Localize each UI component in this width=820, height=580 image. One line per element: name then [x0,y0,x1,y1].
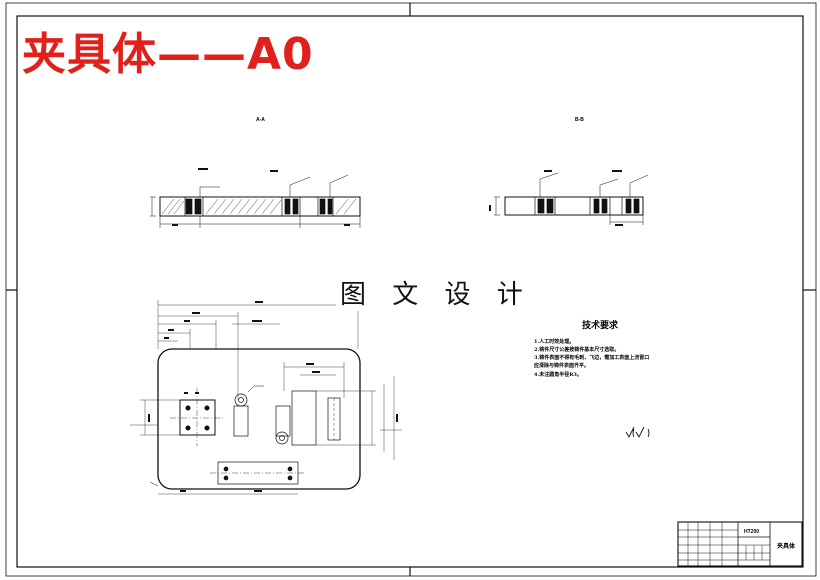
section-b-view [494,172,649,225]
requirement-item: 应清除与铸件表面齐平。 [534,363,590,369]
title-block-part-name: 夹具体 [777,543,796,550]
plan-view [130,300,402,495]
requirement-item: 2.铸件尺寸公差按铸件基本尺寸选取。 [534,347,620,353]
watermark-text: 图 文 设 计 [336,274,536,311]
requirement-item: 1.人工时效处理。 [534,339,575,345]
drawing-title: 夹具体——A0 [22,29,314,80]
section-label-b: B-B [575,117,584,123]
requirement-item: 4.未注圆角半径R3。 [534,372,582,378]
requirement-item: 3.铸件表面不得有毛刺、飞边，需加工表面上浇冒口 [534,355,650,361]
title-block [677,521,803,567]
dimension-text-marks [148,168,623,492]
section-a-view [150,174,361,228]
section-label-a: A-A [256,117,265,123]
centring-marks [6,3,816,576]
technical-requirements-title: 技术要求 [582,321,619,331]
title-block-material: HT200 [744,529,760,535]
roughness-symbol [625,426,650,438]
